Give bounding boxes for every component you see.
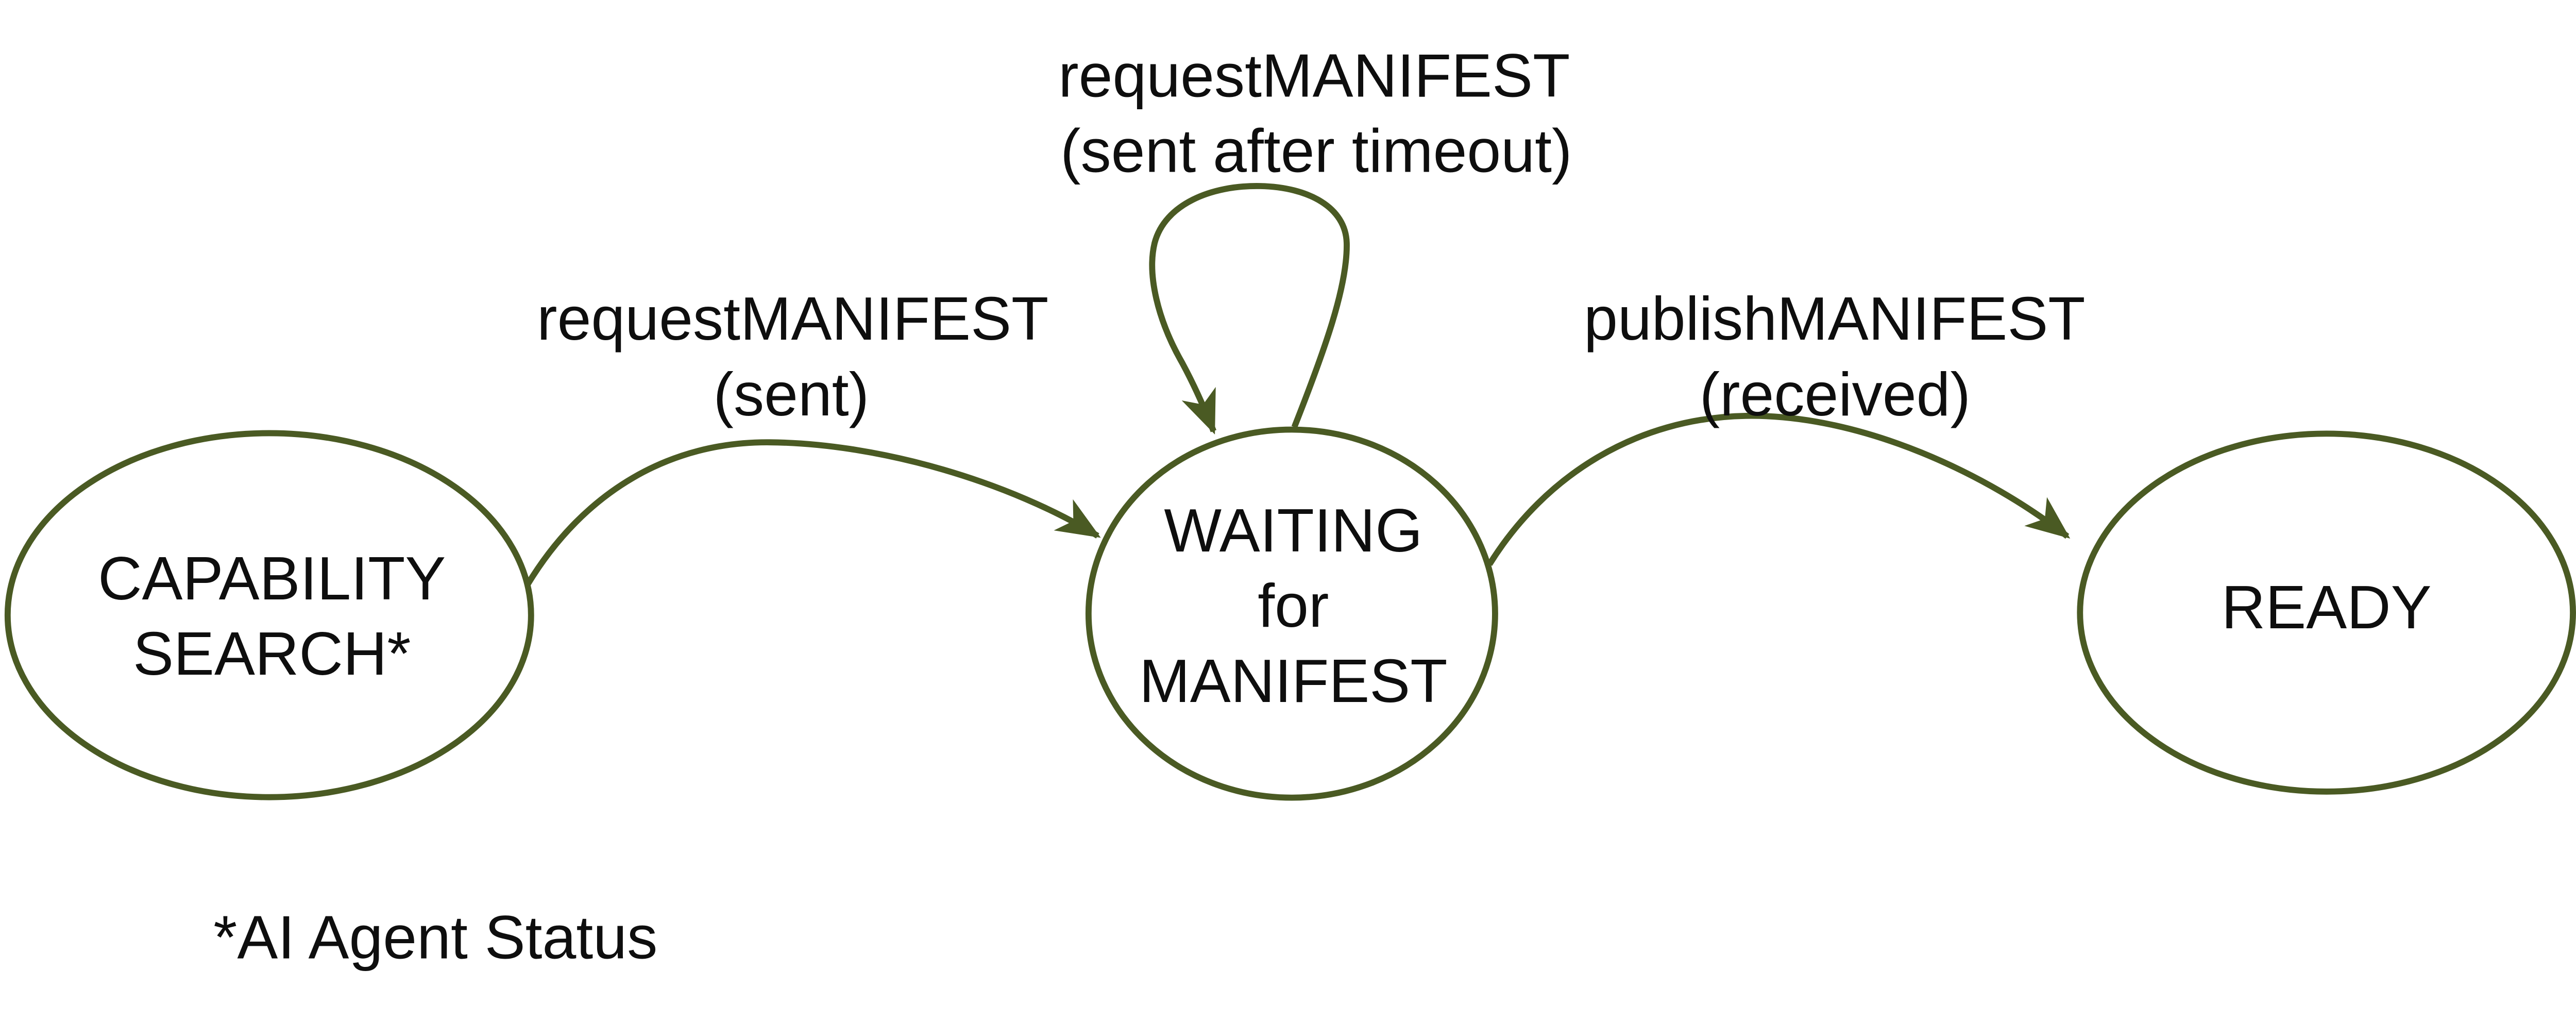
edge-request-manifest-timeout-event-label: requestMANIFEST	[1058, 42, 1570, 110]
node-capability-search-label-line1: CAPABILITY	[98, 545, 446, 613]
edge-request-manifest-sent-condition-label: (sent)	[714, 361, 870, 429]
footnote-ai-agent-status: *AI Agent Status	[213, 904, 657, 972]
edge-request-manifest-sent-arrow	[524, 439, 1101, 587]
node-waiting-for-manifest-label-line3: MANIFEST	[1139, 647, 1447, 715]
edge-request-manifest-timeout: requestMANIFEST (sent after timeout)	[1058, 42, 1572, 435]
node-capability-search-label-line2: SEARCH*	[133, 620, 411, 688]
edge-request-manifest-timeout-condition-label: (sent after timeout)	[1060, 117, 1572, 185]
node-capability-search-shape	[4, 430, 534, 800]
node-ready-label-line1: READY	[2222, 574, 2432, 642]
node-waiting-for-manifest: WAITING for MANIFEST	[1085, 426, 1498, 801]
edge-request-manifest-timeout-arrow	[1149, 183, 1350, 435]
node-capability-search: CAPABILITY SEARCH*	[4, 430, 534, 800]
node-waiting-for-manifest-label-line1: WAITING	[1164, 497, 1422, 565]
edge-publish-manifest-received: publishMANIFEST (received)	[1487, 285, 2086, 566]
edge-request-manifest-sent-event-label: requestMANIFEST	[537, 285, 1048, 353]
edge-publish-manifest-received-event-label: publishMANIFEST	[1584, 285, 2085, 353]
node-waiting-for-manifest-label-line2: for	[1258, 572, 1329, 640]
edge-publish-manifest-received-condition-label: (received)	[1700, 361, 1971, 429]
node-waiting-for-manifest-shape	[1085, 426, 1498, 801]
node-ready: READY	[2077, 430, 2576, 795]
node-ready-shape	[2077, 430, 2576, 795]
edge-request-manifest-sent: requestMANIFEST (sent)	[524, 285, 1101, 587]
edge-publish-manifest-received-arrow	[1487, 412, 2071, 566]
